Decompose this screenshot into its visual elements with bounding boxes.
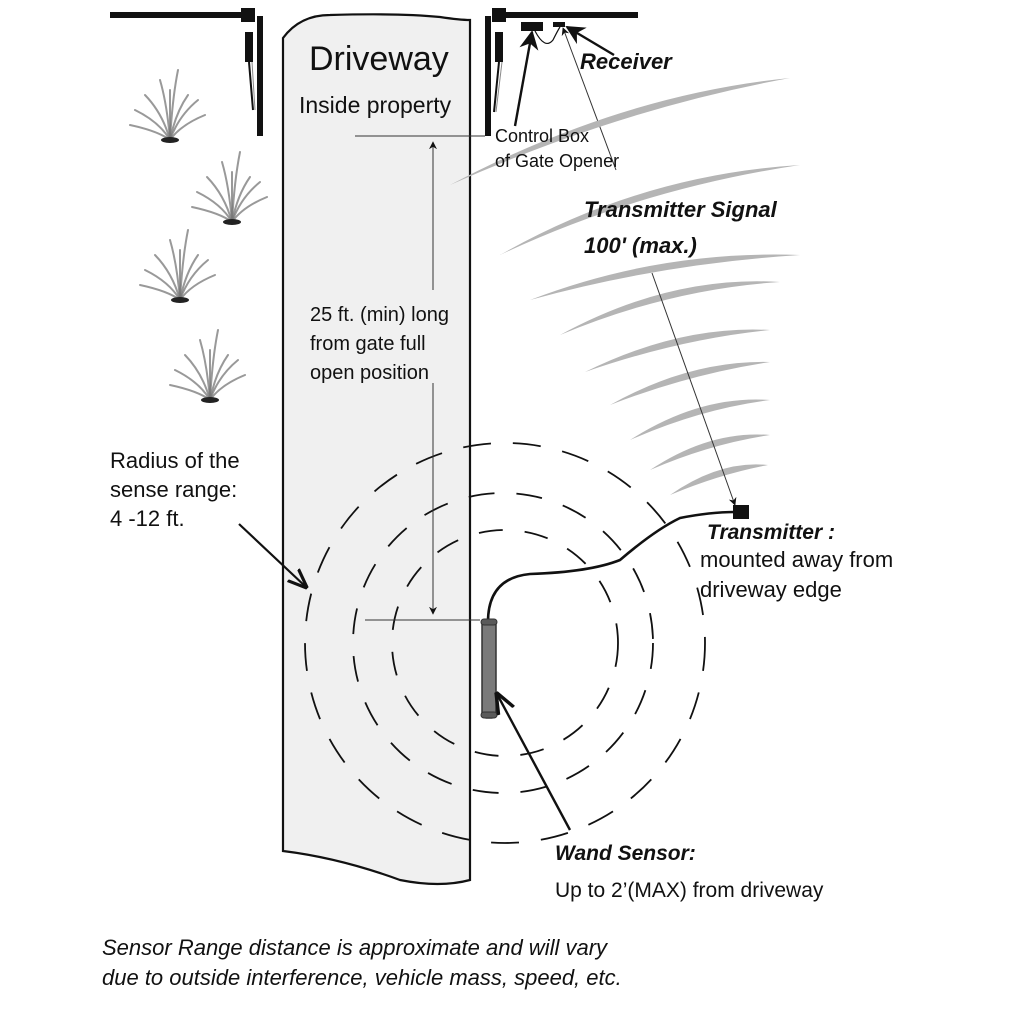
control-box-label: Control Box of Gate Opener	[495, 124, 619, 174]
transmitter-title: Transmitter :	[707, 521, 835, 544]
signal-arc	[630, 399, 770, 440]
control-box-icon	[521, 22, 543, 31]
driveway-sublabel: Inside property	[299, 92, 452, 118]
sense-ring-middle	[352, 492, 654, 794]
sense-ring-inner	[391, 529, 619, 757]
transmitter-signal-label: Transmitter Signal 100' (max.)	[584, 192, 777, 264]
driveway-label: Driveway	[309, 40, 449, 78]
min-length-line-1: 25 ft. (min) long	[310, 304, 449, 326]
wand-sensor-icon	[480, 618, 498, 719]
signal-arc	[650, 434, 770, 470]
signal-arc	[670, 464, 768, 495]
footnote-line-2: due to outside interference, vehicle mas…	[102, 965, 622, 990]
grass-tufts	[129, 69, 268, 403]
transmitter-icon	[733, 505, 749, 519]
driveway-shape	[281, 13, 472, 886]
min-length-line-2: from gate full	[310, 333, 426, 355]
sense-range-rings	[304, 442, 706, 844]
signal-line-lower	[651, 272, 737, 506]
wand-sensor-description: Up to 2’(MAX) from driveway	[555, 879, 824, 902]
grass-tuft-icon	[139, 229, 216, 303]
control-box-line-2: of Gate Opener	[495, 151, 620, 171]
sense-ring-outer	[304, 442, 706, 844]
receiver-icon	[553, 22, 565, 27]
signal-arc	[610, 361, 770, 405]
sense-radius-label: Radius of the sense range: 4 -12 ft.	[110, 446, 240, 533]
grass-tuft-icon	[169, 329, 246, 403]
wand-sensor-arrow	[497, 694, 572, 831]
receiver-arrow	[565, 25, 615, 57]
sensor-cable	[486, 510, 736, 623]
sense-radius-line-2: sense range:	[110, 477, 238, 502]
sense-radius-line-3: 4 -12 ft.	[110, 506, 185, 531]
grass-tuft-icon	[129, 69, 206, 143]
grass-tuft-icon	[191, 151, 268, 225]
right-gate	[485, 8, 638, 136]
signal-line-upper	[561, 27, 617, 171]
transmitter-signal-line-2: 100' (max.)	[584, 233, 697, 258]
signal-arc	[560, 281, 780, 335]
transmitter-signal-line-1: Transmitter Signal	[584, 197, 777, 222]
min-length-label: 25 ft. (min) long from gate full open po…	[310, 301, 449, 388]
receiver-label: Receiver	[580, 49, 672, 74]
footnote: Sensor Range distance is approximate and…	[102, 933, 622, 993]
footnote-line-1: Sensor Range distance is approximate and…	[102, 935, 608, 960]
transmitter-desc-line-1: mounted away from	[700, 547, 894, 572]
min-length-line-3: open position	[310, 362, 429, 384]
control-box-arrow	[513, 30, 539, 127]
transmitter-desc-line-2: driveway edge	[700, 577, 842, 602]
left-gate	[110, 8, 263, 136]
transmitter-description: mounted away from driveway edge	[700, 545, 893, 605]
sense-radius-line-1: Radius of the	[110, 448, 240, 473]
signal-arc	[530, 254, 800, 300]
control-box-line-1: Control Box	[495, 126, 590, 146]
radius-arrow	[238, 523, 306, 587]
wand-sensor-title: Wand Sensor:	[555, 842, 696, 865]
